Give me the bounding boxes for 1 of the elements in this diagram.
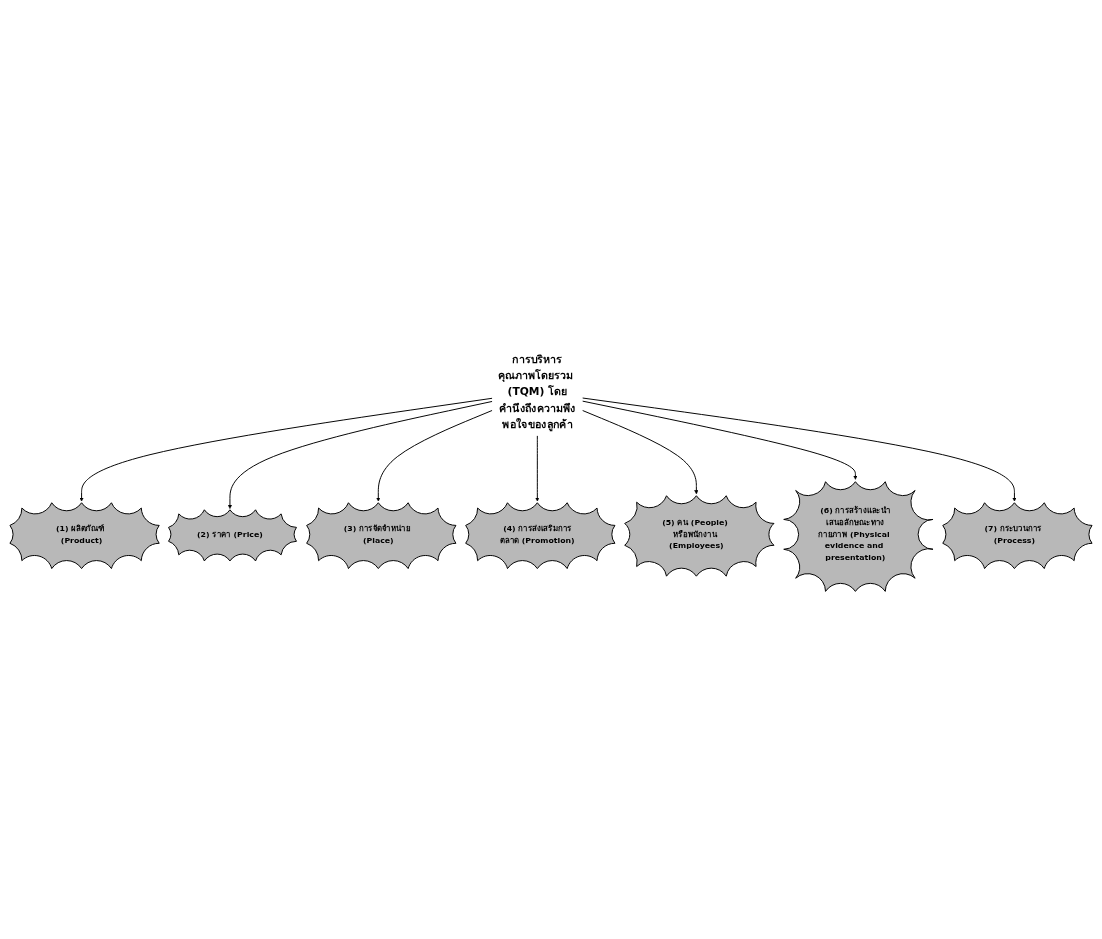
node-text: การบริหารคุณภาพโดยรวม (TQM) โดยคำนึงถึงความพึงพอใจของลูกค้า [497, 353, 576, 430]
